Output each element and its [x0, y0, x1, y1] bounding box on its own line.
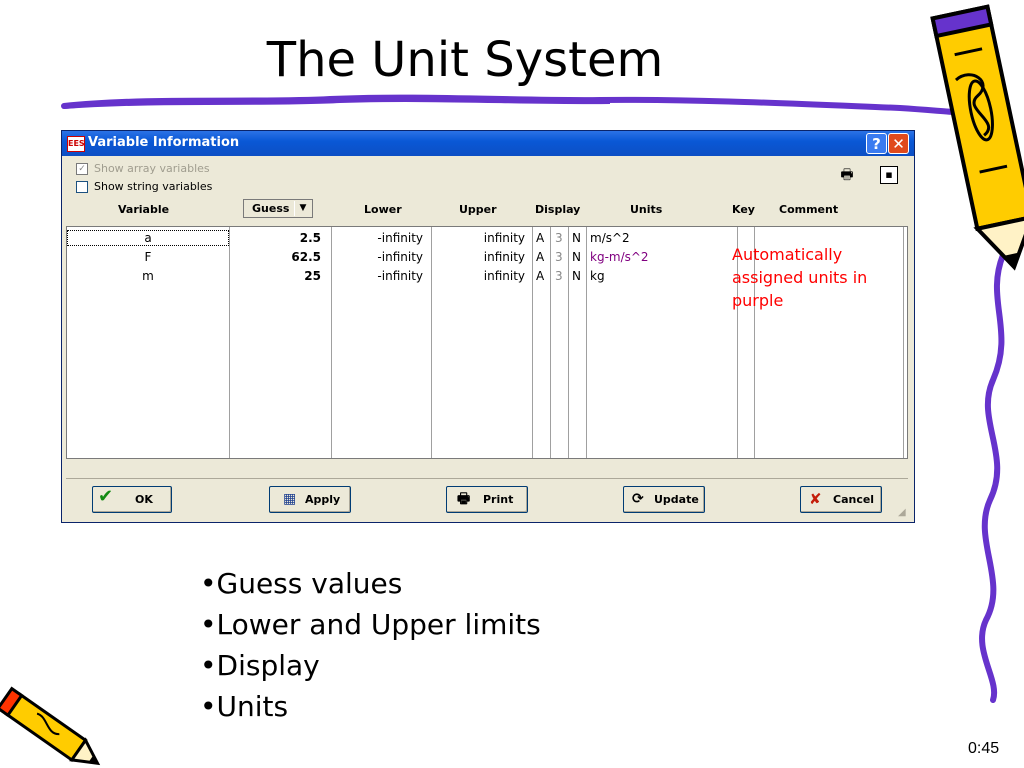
resize-grip-icon[interactable]: ◢ [898, 507, 906, 518]
bullet-item: •Display [200, 649, 320, 682]
bullet-list: •Guess values •Lower and Upper limits •D… [200, 563, 541, 727]
column-divider [568, 227, 569, 458]
print-button[interactable]: 🖶 Print [446, 486, 528, 513]
row-a-guess[interactable]: 2.5 [299, 231, 321, 245]
window-titlebar: EES Variable Information ? ✕ [62, 131, 914, 156]
column-divider [331, 227, 332, 458]
guess-dropdown[interactable]: Guess ▼ [243, 199, 313, 218]
column-divider [431, 227, 432, 458]
column-divider [229, 227, 230, 458]
cancel-button-label: Cancel [833, 493, 875, 506]
show-string-variables-checkbox[interactable]: Show string variables [76, 180, 212, 193]
chevron-down-icon: ▼ [294, 201, 311, 216]
update-icon: ⟳ [632, 491, 644, 507]
column-divider [550, 227, 551, 458]
print-setup-icon[interactable]: 🖶 [840, 167, 854, 183]
checkbox-checked-icon: ✓ [76, 163, 88, 175]
cancel-button[interactable]: ✘ Cancel [800, 486, 882, 513]
header-display: Display [535, 203, 581, 216]
update-button-label: Update [654, 493, 699, 506]
row-a-variable[interactable]: a [67, 230, 229, 246]
row-F-variable[interactable]: F [144, 250, 152, 264]
row-m-display-format[interactable]: A [536, 269, 545, 283]
title-underline-second [63, 100, 611, 109]
header-upper: Upper [459, 203, 497, 216]
cancel-x-icon: ✘ [809, 490, 822, 508]
header-units: Units [630, 203, 663, 216]
table-icon: ▦ [283, 491, 297, 507]
printer-icon: 🖶 [457, 491, 471, 507]
column-divider [754, 227, 755, 458]
column-divider [903, 227, 904, 458]
print-button-label: Print [483, 493, 514, 506]
slide-number: 0:45 [968, 740, 1000, 757]
row-m-guess[interactable]: 25 [304, 269, 321, 283]
annotation-line: Automatically [732, 245, 843, 264]
variable-grid: a 2.5 -infinity infinity A 3 N m/s^2 F 6… [66, 226, 908, 459]
header-key: Key [732, 203, 755, 216]
row-F-display-digits[interactable]: 3 [555, 250, 563, 264]
bullet-item: •Units [200, 690, 289, 723]
show-string-variables-label: Show string variables [94, 180, 213, 193]
window-title: Variable Information [88, 135, 240, 150]
column-divider [586, 227, 587, 458]
pencil-icon-bottom-left [0, 686, 101, 766]
header-variable: Variable [118, 203, 170, 216]
checkbox-unchecked-icon [76, 181, 88, 193]
guess-dropdown-label: Guess [252, 202, 290, 215]
bullet-item: •Guess values [200, 567, 403, 600]
row-F-guess[interactable]: 62.5 [291, 250, 321, 264]
row-a-display-flag[interactable]: N [572, 231, 581, 245]
ees-app-icon: EES [67, 136, 85, 152]
ok-button[interactable]: ✔ OK [92, 486, 172, 513]
update-button[interactable]: ⟳ Update [623, 486, 705, 513]
checkmark-icon: ✔ [98, 486, 114, 507]
right-scribble-line [979, 252, 1006, 703]
annotation-line: assigned units in [732, 268, 868, 287]
window-separator [66, 478, 908, 479]
save-icon[interactable]: ▪ [880, 166, 898, 184]
row-m-lower[interactable]: -infinity [377, 269, 423, 283]
annotation-text: Automatically assigned units in purple [732, 243, 902, 312]
row-a-lower[interactable]: -infinity [377, 231, 423, 245]
row-a-units[interactable]: m/s^2 [590, 231, 630, 245]
show-array-variables-checkbox[interactable]: ✓ Show array variables [76, 162, 210, 175]
row-F-display-flag[interactable]: N [572, 250, 581, 264]
header-lower: Lower [364, 203, 402, 216]
row-F-units[interactable]: kg-m/s^2 [590, 250, 649, 264]
header-comment: Comment [779, 203, 839, 216]
row-m-upper[interactable]: infinity [483, 269, 525, 283]
help-button[interactable]: ? [866, 133, 887, 154]
show-array-variables-label: Show array variables [94, 162, 210, 175]
row-m-display-flag[interactable]: N [572, 269, 581, 283]
pencil-icon-right [930, 4, 1024, 271]
row-m-variable[interactable]: m [142, 269, 154, 283]
column-divider [737, 227, 738, 458]
row-F-lower[interactable]: -infinity [377, 250, 423, 264]
row-a-display-digits[interactable]: 3 [555, 231, 563, 245]
row-a-upper[interactable]: infinity [483, 231, 525, 245]
annotation-line: purple [732, 291, 784, 310]
slide-title: The Unit System [266, 32, 664, 88]
variable-information-window: EES Variable Information ? ✕ ✓ Show array… [61, 130, 915, 523]
row-a-display-format[interactable]: A [536, 231, 545, 245]
column-divider [532, 227, 533, 458]
row-m-display-digits[interactable]: 3 [555, 269, 563, 283]
bullet-item: •Lower and Upper limits [200, 608, 541, 641]
ok-button-label: OK [135, 493, 153, 506]
row-m-units[interactable]: kg [590, 269, 605, 283]
row-F-upper[interactable]: infinity [483, 250, 525, 264]
apply-button[interactable]: ▦ Apply [269, 486, 351, 513]
row-F-display-format[interactable]: A [536, 250, 545, 264]
close-button[interactable]: ✕ [888, 133, 909, 154]
apply-button-label: Apply [305, 493, 341, 506]
title-underline [61, 94, 958, 115]
